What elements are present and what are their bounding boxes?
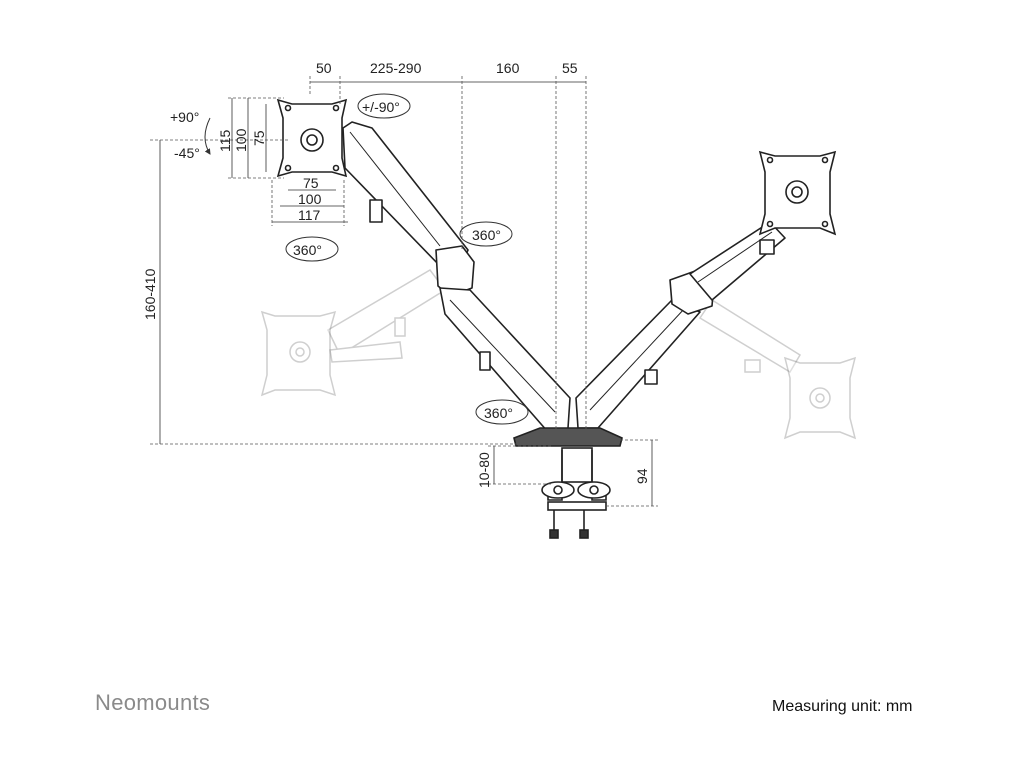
dim-rot-base: 360° bbox=[484, 405, 513, 421]
dim-top-d: 55 bbox=[562, 60, 578, 76]
dim-top-a: 50 bbox=[316, 60, 332, 76]
dim-swivel: +/-90° bbox=[362, 99, 400, 115]
ghost-left-vesa-plate bbox=[260, 310, 337, 397]
dim-rot-elbow: 360° bbox=[472, 227, 501, 243]
dim-clamp-range: 10-80 bbox=[476, 452, 492, 488]
ghost-right-arm bbox=[698, 298, 802, 374]
dim-tilt-up: +90° bbox=[170, 109, 199, 125]
rotation-markers bbox=[204, 93, 529, 425]
dim-vesa-h-75: 75 bbox=[251, 130, 267, 146]
dim-top-b: 225-290 bbox=[370, 60, 422, 76]
dim-vesa-w-100: 100 bbox=[298, 191, 322, 207]
dim-vesa-w-117: 117 bbox=[298, 207, 321, 223]
dim-vesa-h-115: 115 bbox=[217, 129, 233, 152]
right-arm bbox=[575, 221, 786, 429]
desk-base bbox=[513, 427, 623, 539]
ghost-right-vesa-plate bbox=[783, 356, 857, 440]
dim-top-c: 160 bbox=[496, 60, 520, 76]
brand-logo: Neomounts bbox=[95, 690, 211, 715]
dim-tilt-down: -45° bbox=[174, 145, 200, 161]
left-vesa-plate bbox=[276, 98, 348, 178]
dim-height-range: 160-410 bbox=[142, 268, 158, 320]
dim-vesa-h-100: 100 bbox=[233, 128, 249, 152]
unit-note: Measuring unit: mm bbox=[772, 698, 913, 715]
dimension-lines bbox=[150, 76, 658, 507]
left-arm bbox=[342, 121, 571, 433]
right-vesa-plate bbox=[758, 150, 837, 236]
dim-base-height: 94 bbox=[634, 468, 650, 484]
ghost-left-arm bbox=[327, 269, 447, 363]
dim-vesa-w-75: 75 bbox=[303, 175, 319, 191]
dim-rot-head: 360° bbox=[293, 242, 322, 258]
